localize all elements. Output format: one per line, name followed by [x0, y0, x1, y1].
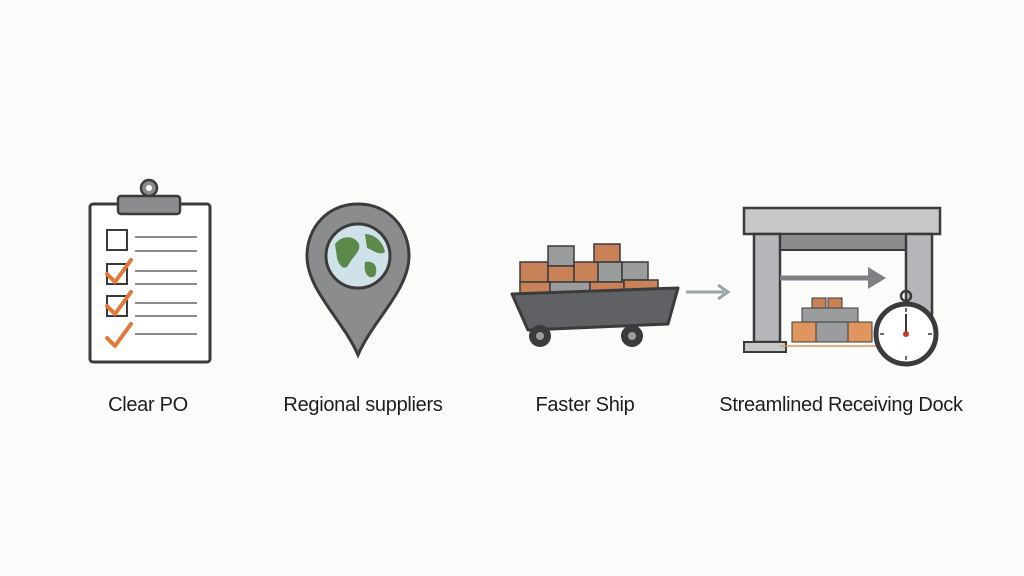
step-label: Regional suppliers	[283, 394, 443, 416]
arrow-connector-icon	[686, 283, 731, 301]
clipboard-checklist-icon	[88, 178, 212, 364]
step-label: Streamlined Receiving Dock	[719, 394, 963, 416]
cargo-cart-icon	[510, 243, 680, 347]
location-pin-globe-icon	[305, 202, 411, 359]
step-label: Faster Ship	[535, 394, 635, 416]
receiving-dock-stopwatch-icon	[742, 206, 942, 367]
step-label: Clear PO	[108, 394, 188, 416]
